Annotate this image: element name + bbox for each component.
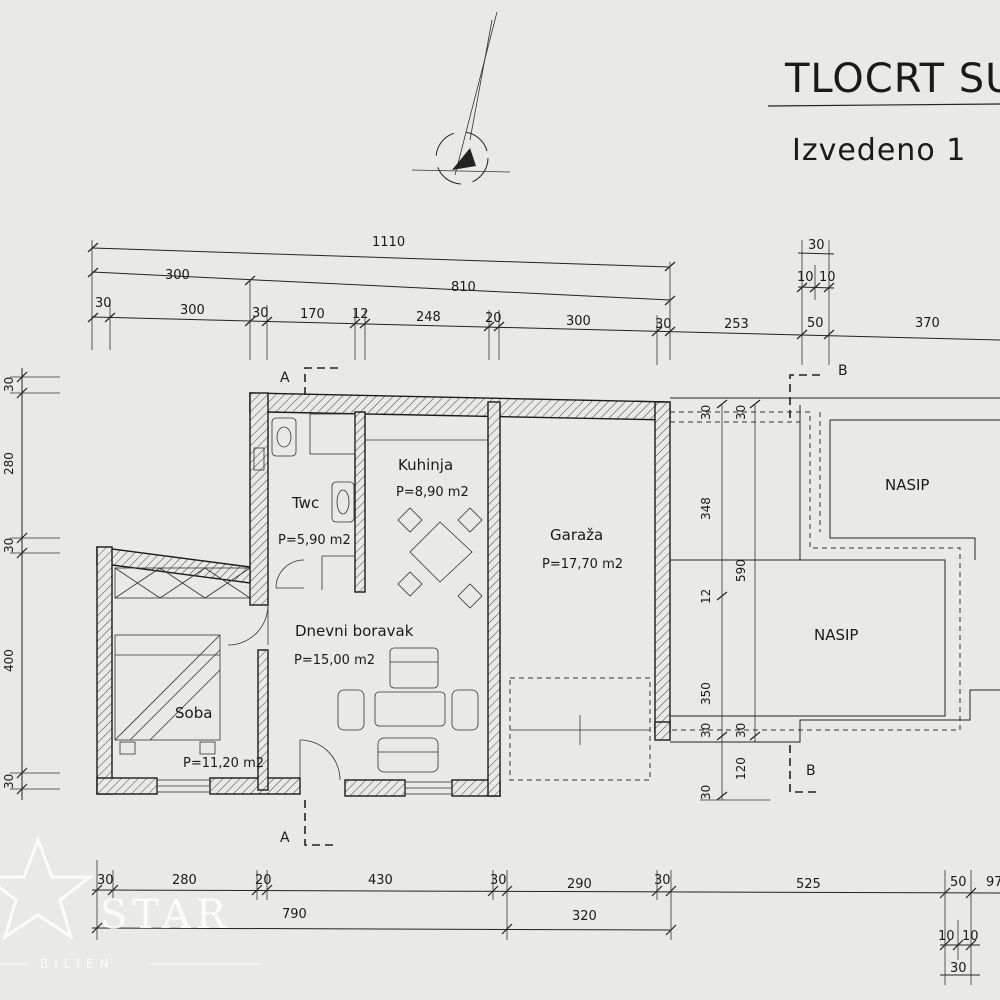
- kitchen-furniture: [365, 439, 488, 609]
- dim-bottom-row3-1: 10: [962, 929, 979, 944]
- dim-row3-11: 370: [915, 316, 940, 331]
- dim-bottom-9: 97: [986, 875, 1000, 890]
- dim-bottom-5: 290: [567, 877, 592, 892]
- section-a-bottom: A: [280, 830, 290, 846]
- dim-row3-10: 50: [807, 316, 824, 331]
- windows: [156, 447, 453, 795]
- dim-bottom-3: 430: [368, 873, 393, 888]
- dim-bottom-4: 30: [490, 873, 507, 888]
- dim-row3-8: 30: [655, 317, 672, 332]
- dim-left-0: 30: [2, 377, 16, 392]
- dim-inner-7: 30: [734, 723, 748, 738]
- dim-row3-3: 170: [300, 307, 325, 322]
- room-soba-name: Soba: [175, 704, 212, 722]
- dim-total: 1110: [372, 235, 405, 250]
- dim-bottom-row2-0: 790: [282, 907, 307, 922]
- top-dimension-lines: 1110 300 810 30 300 30 170 12 248 20 300…: [87, 235, 1000, 365]
- dim-right-stack-0: 30: [808, 238, 825, 253]
- room-twc-area: P=5,90 m2: [278, 533, 351, 548]
- dim-row3-0: 30: [95, 296, 112, 311]
- nasip-label-2: NASIP: [814, 626, 858, 644]
- dim-inner-9: 30: [699, 785, 713, 800]
- dim-bottom-row3-0: 10: [938, 929, 955, 944]
- walls: [96, 392, 671, 797]
- dim-row3-1: 300: [180, 303, 205, 318]
- dim-left-3: 400: [2, 649, 16, 672]
- dim-row3-2: 30: [252, 306, 269, 321]
- room-dnevni-area: P=15,00 m2: [294, 653, 375, 668]
- dim-inner-6: 30: [699, 723, 713, 738]
- dim-bottom-6: 30: [654, 873, 671, 888]
- dim-bottom-row2-1: 320: [572, 909, 597, 924]
- dim-row3-9: 253: [724, 317, 749, 332]
- doors: [227, 559, 341, 781]
- dim-bottom-0: 30: [97, 873, 114, 888]
- dim-inner-3: 590: [734, 559, 748, 582]
- dim-inner-1: 30: [734, 405, 748, 420]
- dim-left-2: 30: [2, 538, 16, 553]
- section-a-top: A: [280, 370, 290, 386]
- dim-left-1: 280: [2, 452, 16, 475]
- dim-right-stack-1: 10: [797, 270, 814, 285]
- drawing-subtitle: Izvedeno 1: [792, 133, 966, 168]
- nasip-area: NASIP NASIP: [669, 397, 1000, 800]
- dim-row3-6: 20: [485, 311, 502, 326]
- dim-row3-5: 248: [416, 310, 441, 325]
- section-b-top: B: [838, 363, 848, 379]
- bottom-dimension-lines: 30 280 20 430 30 290 30 525 50 97 790 32…: [91, 860, 1000, 985]
- dim-row2-0: 300: [165, 268, 190, 283]
- title-block: TLOCRT SU Izvedeno 1: [767, 56, 1000, 168]
- watermark-logo: STAR BILIEN: [0, 835, 262, 971]
- soba-furniture: [114, 567, 251, 755]
- living-furniture: [337, 647, 479, 773]
- dim-bottom-8: 50: [950, 875, 967, 890]
- dim-right-stack-2: 10: [819, 270, 836, 285]
- left-dimension-lines: 30 280 30 400 30: [2, 368, 60, 800]
- section-markers: A A B B: [280, 363, 848, 846]
- dim-row3-7: 300: [566, 314, 591, 329]
- dim-inner-0: 30: [699, 405, 713, 420]
- inner-dimension-lines: 30 30 348 590 12 350 30 30 120 30: [699, 399, 770, 801]
- garage-car: [509, 677, 651, 781]
- twc-fixtures: [271, 413, 356, 590]
- watermark-tagline: BILIEN: [40, 957, 115, 971]
- north-arrow-icon: [411, 11, 511, 185]
- dim-bottom-row3-2: 30: [950, 961, 967, 976]
- dim-inner-4: 12: [699, 589, 713, 604]
- room-garaza-name: Garaža: [550, 526, 603, 544]
- dim-inner-2: 348: [699, 497, 713, 520]
- section-b-bottom: B: [806, 763, 816, 779]
- dim-left-4: 30: [2, 774, 16, 789]
- dim-inner-5: 350: [699, 682, 713, 705]
- watermark-brand: STAR: [100, 892, 231, 938]
- dim-bottom-2: 20: [255, 873, 272, 888]
- dim-bottom-1: 280: [172, 873, 197, 888]
- room-dnevni-name: Dnevni boravak: [295, 622, 414, 640]
- room-kuhinja-area: P=8,90 m2: [396, 485, 469, 500]
- room-soba-area: P=11,20 m2: [183, 756, 264, 771]
- room-labels: Kuhinja P=8,90 m2 Twc P=5,90 m2 Garaža P…: [175, 456, 623, 771]
- dim-row2-1: 810: [451, 280, 476, 295]
- dim-row3-4: 12: [352, 307, 369, 322]
- drawing-title: TLOCRT SU: [784, 56, 1000, 102]
- room-twc-name: Twc: [291, 494, 319, 512]
- room-garaza-area: P=17,70 m2: [542, 557, 623, 572]
- dim-bottom-7: 525: [796, 877, 821, 892]
- dim-inner-8: 120: [734, 757, 748, 780]
- room-kuhinja-name: Kuhinja: [398, 456, 453, 474]
- nasip-label-1: NASIP: [885, 476, 929, 494]
- star-icon: [0, 835, 95, 941]
